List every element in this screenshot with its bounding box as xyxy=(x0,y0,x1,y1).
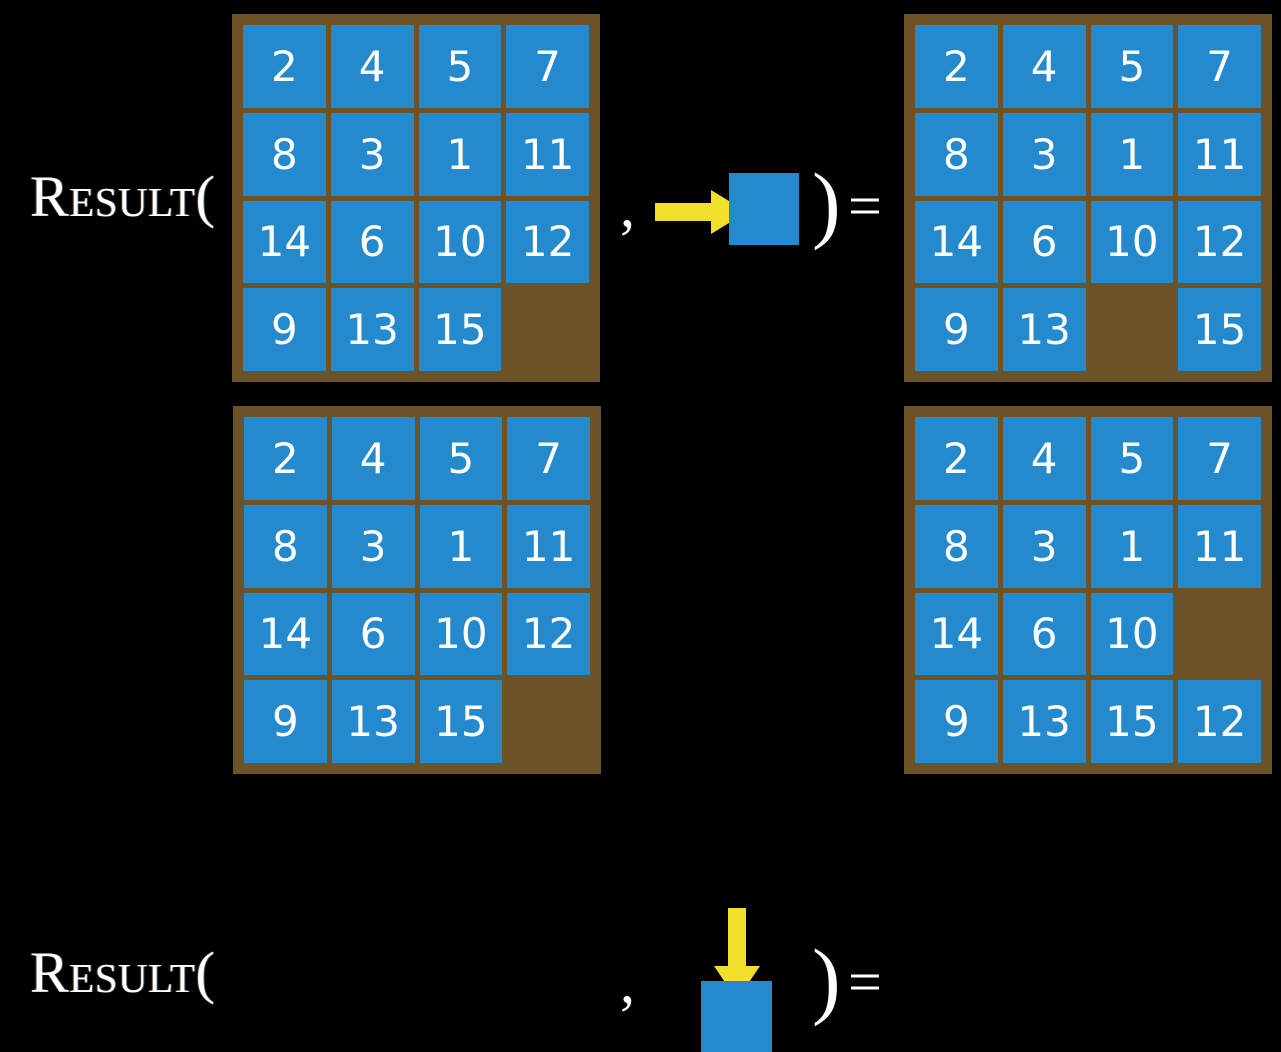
puzzle-tile[interactable]: 15 xyxy=(1090,680,1174,763)
puzzle-tile[interactable]: 7 xyxy=(1178,25,1261,108)
puzzle-blank-cell xyxy=(1178,593,1261,676)
puzzle-tile[interactable]: 4 xyxy=(1002,25,1086,108)
close-paren-1: ) xyxy=(812,931,841,1027)
puzzle-tile[interactable]: 12 xyxy=(1178,200,1261,284)
puzzle-tile[interactable]: 14 xyxy=(915,592,998,676)
argument-separator-comma-1: , xyxy=(620,949,635,1015)
puzzle-tile[interactable]: 6 xyxy=(1002,200,1086,284)
puzzle-tile[interactable]: 13 xyxy=(331,680,415,763)
puzzle-tile[interactable]: 5 xyxy=(418,25,502,108)
puzzle-tile[interactable]: 8 xyxy=(915,504,998,588)
puzzle-tile[interactable]: 3 xyxy=(1002,504,1086,588)
result-function-label-0: Result( xyxy=(30,164,216,229)
puzzle-tile[interactable]: 10 xyxy=(1090,592,1174,676)
puzzle-tile[interactable]: 10 xyxy=(1090,200,1174,284)
puzzle-tile[interactable]: 4 xyxy=(331,417,415,500)
puzzle-tile[interactable]: 5 xyxy=(1090,25,1174,108)
arrow-right-icon xyxy=(655,190,747,234)
puzzle-tile[interactable]: 2 xyxy=(244,417,327,500)
puzzle-tile[interactable]: 12 xyxy=(507,592,590,676)
puzzle-blank-cell xyxy=(507,680,590,763)
puzzle-tile[interactable]: 1 xyxy=(419,504,503,588)
equals-sign-0: = xyxy=(848,173,882,239)
puzzle-tile[interactable]: 8 xyxy=(244,504,327,588)
puzzle-tile[interactable]: 13 xyxy=(1002,288,1086,371)
puzzle-tile[interactable]: 11 xyxy=(507,504,590,588)
puzzle-tile[interactable]: 9 xyxy=(243,288,326,371)
puzzle-tile[interactable]: 2 xyxy=(915,417,998,500)
puzzle-tile[interactable]: 9 xyxy=(244,680,327,763)
puzzle-tile[interactable]: 10 xyxy=(418,200,502,284)
puzzle-tile[interactable]: 14 xyxy=(915,200,998,284)
puzzle-tile[interactable]: 14 xyxy=(243,200,326,284)
puzzle-tile[interactable]: 3 xyxy=(330,112,414,196)
puzzle-tile[interactable]: 6 xyxy=(1002,592,1086,676)
move-blank-tile-square-1[interactable] xyxy=(701,981,772,1052)
close-paren-0: ) xyxy=(812,155,841,251)
puzzle-tile[interactable]: 3 xyxy=(1002,112,1086,196)
puzzle-tile[interactable]: 9 xyxy=(915,680,998,763)
puzzle-tile[interactable]: 1 xyxy=(418,112,502,196)
puzzle-tile[interactable]: 14 xyxy=(244,592,327,676)
puzzle-tile[interactable]: 7 xyxy=(1178,417,1261,500)
puzzle-tile[interactable]: 2 xyxy=(243,25,326,108)
puzzle-tile[interactable]: 12 xyxy=(506,200,589,284)
puzzle-tile[interactable]: 7 xyxy=(507,417,590,500)
puzzle-tile[interactable]: 12 xyxy=(1178,680,1261,763)
puzzle-tile[interactable]: 15 xyxy=(1178,288,1261,371)
puzzle-tile[interactable]: 4 xyxy=(1002,417,1086,500)
puzzle-tile[interactable]: 1 xyxy=(1090,504,1174,588)
puzzle-tile[interactable]: 3 xyxy=(331,504,415,588)
puzzle-tile[interactable]: 2 xyxy=(915,25,998,108)
puzzle-tile[interactable]: 8 xyxy=(243,112,326,196)
puzzle-tile[interactable]: 13 xyxy=(330,288,414,371)
puzzle-tile[interactable]: 10 xyxy=(419,592,503,676)
puzzle-tile[interactable]: 15 xyxy=(418,288,502,371)
puzzle-blank-cell xyxy=(1091,288,1174,371)
move-blank-tile-square-0[interactable] xyxy=(729,173,799,245)
puzzle-tile[interactable]: 5 xyxy=(419,417,503,500)
puzzle-tile[interactable]: 11 xyxy=(1178,504,1261,588)
puzzle-tile[interactable]: 5 xyxy=(1090,417,1174,500)
puzzle-tile[interactable]: 11 xyxy=(506,112,589,196)
equals-sign-1: = xyxy=(848,949,882,1015)
puzzle-tile[interactable]: 8 xyxy=(915,112,998,196)
puzzle-tile[interactable]: 1 xyxy=(1090,112,1174,196)
argument-separator-comma-0: , xyxy=(620,173,635,239)
puzzle-blank-cell xyxy=(506,288,589,371)
puzzle-tile[interactable]: 6 xyxy=(330,200,414,284)
puzzle-tile[interactable]: 7 xyxy=(506,25,589,108)
puzzle-tile[interactable]: 13 xyxy=(1002,680,1086,763)
puzzle-tile[interactable]: 15 xyxy=(419,680,503,763)
puzzle-tile[interactable]: 9 xyxy=(915,288,998,371)
puzzle-tile[interactable]: 11 xyxy=(1178,112,1261,196)
puzzle-tile[interactable]: 4 xyxy=(330,25,414,108)
result-function-label-1: Result( xyxy=(30,940,216,1005)
puzzle-tile[interactable]: 6 xyxy=(331,592,415,676)
